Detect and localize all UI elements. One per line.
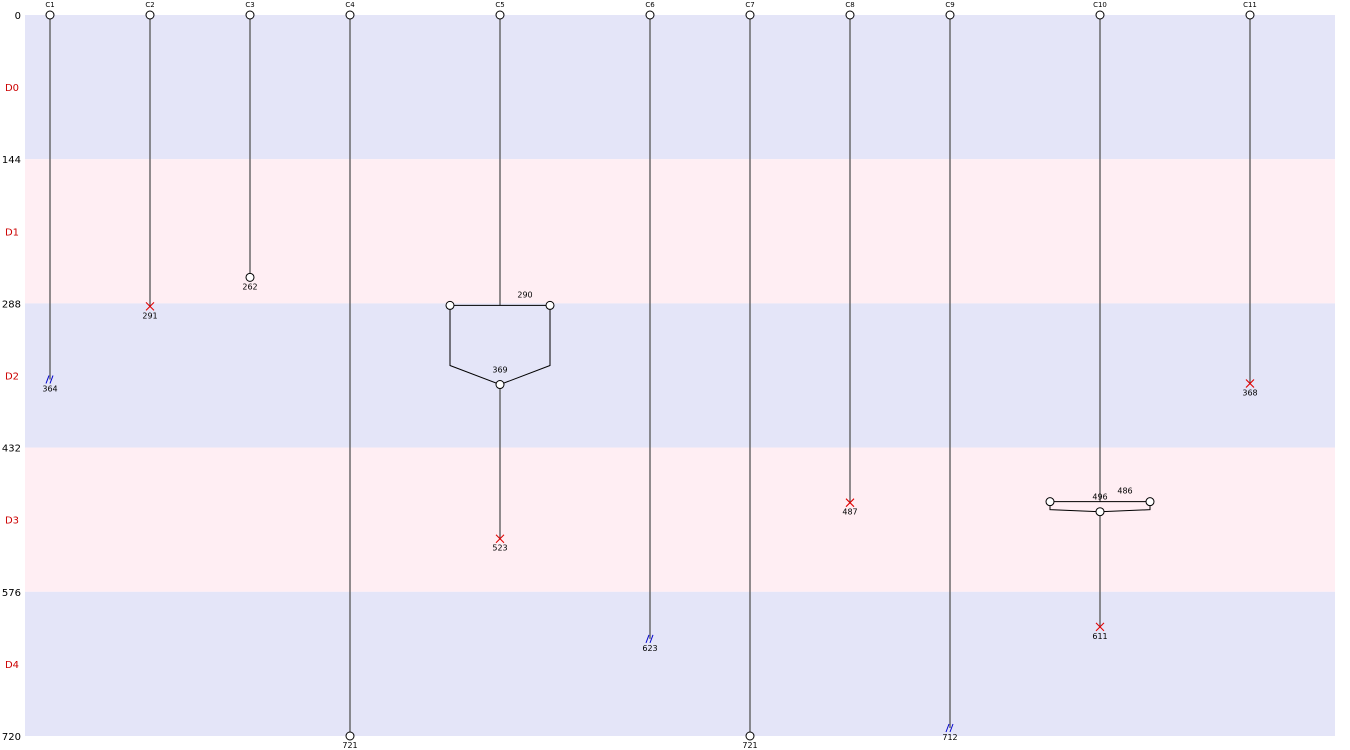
column-label: C9 [945, 1, 954, 9]
censored-marker [645, 634, 650, 644]
split-branch [449, 305, 501, 385]
start-node [1245, 10, 1255, 20]
event-marker [845, 498, 855, 508]
end-value-label: 721 [742, 741, 757, 750]
merge-label: 369 [492, 366, 507, 375]
axis-tick-label: 0 [15, 11, 21, 22]
tracks: 364 291 262 721 290 369 523 623 721 487 712 486 496 6… [42, 10, 1258, 750]
end-value-label: 291 [142, 311, 157, 320]
start-node [45, 10, 55, 20]
band-3 [25, 447, 1335, 592]
axis-tick-label: 720 [2, 732, 21, 743]
start-node [745, 10, 755, 20]
start-node [145, 10, 155, 20]
start-node [495, 10, 505, 20]
column-label: C2 [145, 1, 154, 9]
axis-tick-label: 288 [2, 299, 21, 310]
column-label: C5 [495, 1, 504, 9]
node-marker [245, 272, 255, 282]
track-c10: 486 496 611 [1045, 10, 1155, 641]
split-node [445, 300, 455, 310]
track-c3: 262 [242, 10, 258, 291]
track-c2: 291 [142, 10, 158, 320]
end-value-label: 368 [1242, 389, 1257, 398]
track-c11: 368 [1242, 10, 1258, 398]
track-c5: 290 369 523 [445, 10, 555, 553]
end-value-label: 262 [242, 282, 257, 291]
track-c9: 712 [942, 10, 958, 742]
start-node [845, 10, 855, 20]
band-label: D0 [5, 83, 19, 94]
column-label: C7 [745, 1, 754, 9]
column-label: C6 [645, 1, 655, 9]
end-value-label: 487 [842, 508, 857, 517]
event-marker [495, 534, 505, 544]
end-value-label: 623 [642, 644, 657, 653]
split-node [545, 300, 555, 310]
event-marker [145, 302, 155, 311]
axis-tick-label: 144 [2, 155, 21, 166]
split-label: 486 [1117, 487, 1132, 496]
band-label: D2 [5, 372, 19, 383]
end-value-label: 721 [342, 741, 357, 750]
column-label: C11 [1243, 1, 1257, 9]
column-label: C4 [345, 1, 355, 9]
event-marker [1095, 622, 1105, 632]
end-value-label: 712 [942, 733, 957, 742]
track-c4: 721 [342, 10, 358, 750]
start-node [245, 10, 255, 20]
censored-marker [649, 634, 654, 644]
axis-tick-label: 432 [2, 444, 21, 455]
end-value-label: 523 [492, 544, 507, 553]
column-label: C10 [1093, 1, 1107, 9]
start-node [1095, 10, 1105, 20]
band-1 [25, 159, 1335, 304]
start-node [345, 10, 355, 20]
track-c6: 623 [642, 10, 658, 653]
band-0 [25, 15, 1335, 160]
track-c8: 487 [842, 10, 858, 517]
event-marker [1245, 379, 1255, 388]
band-label: D3 [5, 516, 19, 527]
start-node [945, 10, 955, 20]
node-marker [745, 731, 755, 741]
band-4 [25, 591, 1335, 736]
split-branch [499, 305, 551, 385]
end-value-label: 364 [42, 385, 57, 394]
column-labels: C1 C2 C3 C4 C5 C6 C7 C8 C9 C10 C11 [45, 1, 1257, 9]
node-marker [345, 731, 355, 741]
split-label: 290 [517, 290, 532, 299]
end-value-label: 611 [1092, 632, 1107, 641]
split-node [1045, 497, 1055, 507]
split-node [1145, 497, 1155, 507]
track-c7: 721 [742, 10, 758, 750]
band-label: D1 [5, 227, 19, 238]
band-2 [25, 303, 1335, 448]
merge-label: 496 [1092, 493, 1107, 502]
band-label: D4 [5, 660, 19, 671]
axis-tick-label: 576 [2, 588, 21, 599]
censored-marker [945, 723, 950, 733]
band-backgrounds [25, 15, 1335, 736]
censored-marker [949, 723, 954, 733]
column-label: C8 [845, 1, 854, 9]
start-node [645, 10, 655, 20]
track-c1: 364 [42, 10, 58, 394]
censored-marker [49, 375, 54, 384]
column-label: C3 [245, 1, 254, 9]
merge-node [495, 380, 505, 390]
merge-node [1095, 507, 1105, 517]
column-label: C1 [45, 1, 54, 9]
censored-marker [45, 375, 50, 384]
